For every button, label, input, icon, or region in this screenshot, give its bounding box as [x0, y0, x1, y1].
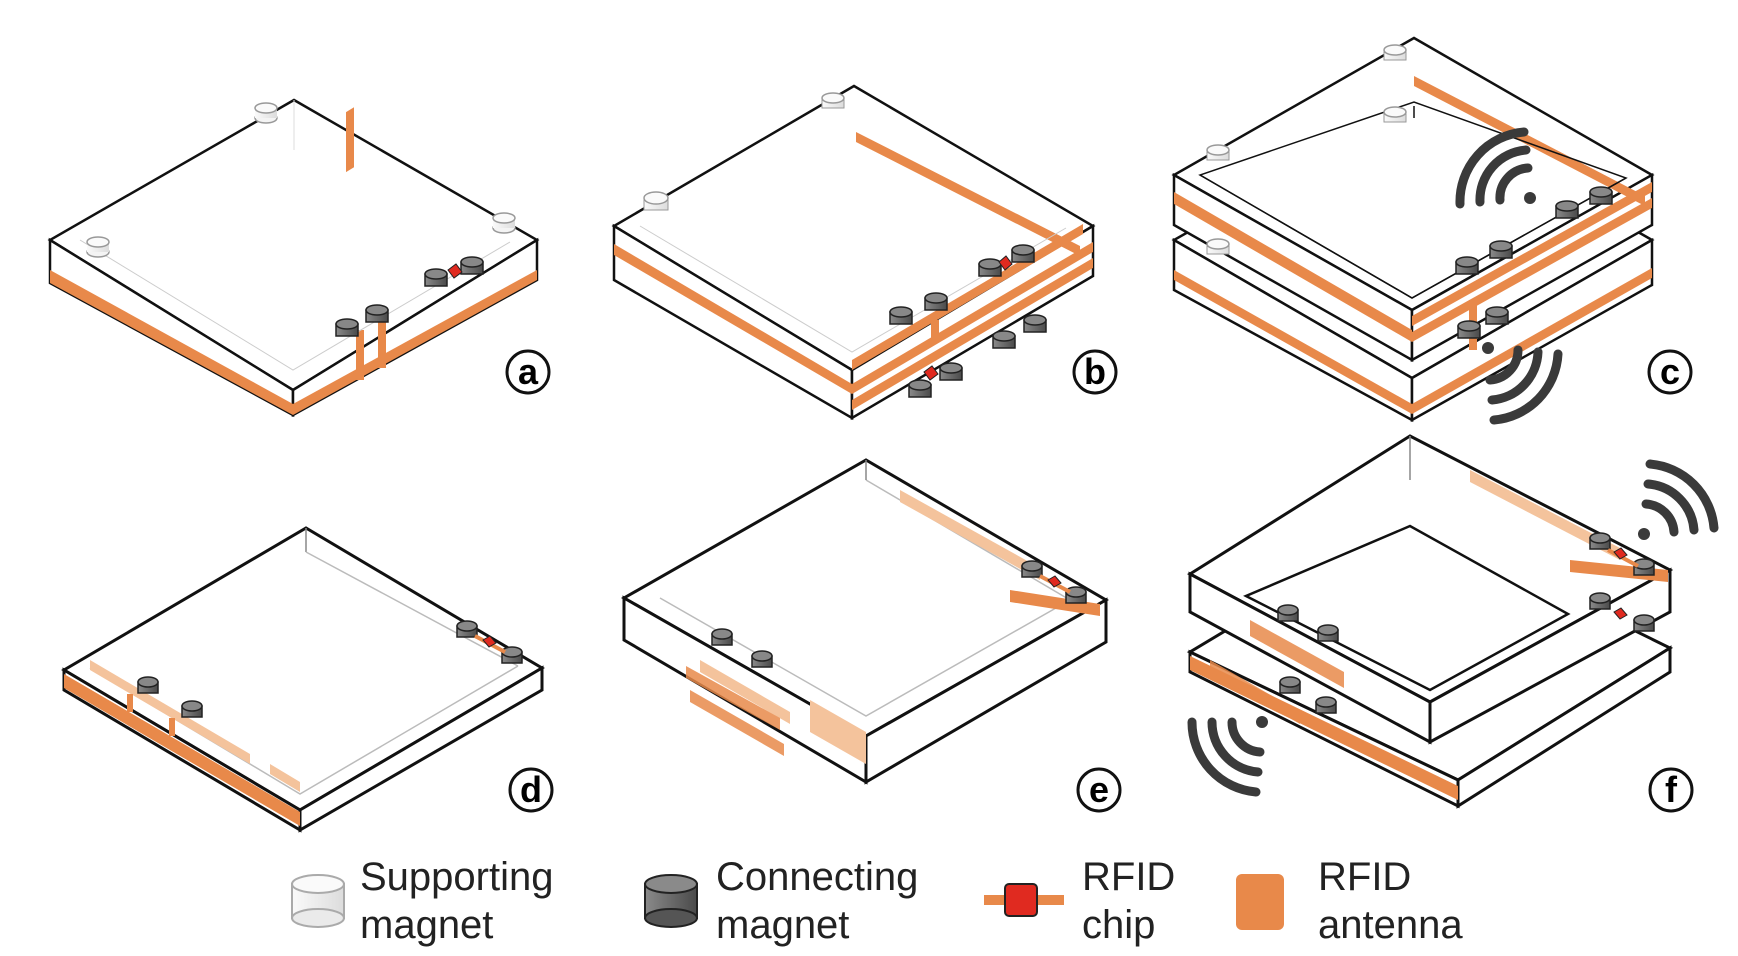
connecting-magnet-icon: [1485, 306, 1509, 325]
connecting-magnet-icon: [992, 330, 1016, 349]
rfid-chip-icon: [1613, 607, 1628, 620]
connecting-magnet-icon: [365, 304, 389, 323]
rfid-chip-icon: [998, 255, 1013, 271]
connecting-magnet-icon: [1279, 676, 1301, 694]
legend-antenna-line1: RFID: [1318, 855, 1411, 899]
connecting-magnet-icon: [1317, 624, 1339, 642]
connecting-magnet-icon: [501, 646, 523, 664]
svg-text:e: e: [1089, 769, 1109, 810]
panel-e-diagram: [620, 458, 1110, 785]
rfid-chip-icon: [482, 635, 497, 648]
legend-connecting-magnet: Connecting magnet: [644, 855, 918, 947]
wireless-signal-icon: [1187, 716, 1268, 797]
wireless-signal-icon: [1638, 459, 1719, 540]
svg-text:d: d: [520, 769, 542, 810]
svg-text:b: b: [1084, 351, 1106, 392]
supporting-magnet-icon: [821, 92, 845, 109]
supporting-magnet-icon: [1206, 238, 1230, 255]
connecting-magnet-icon: [1589, 186, 1613, 205]
rfid-chip-icon: [984, 883, 1064, 917]
connecting-magnet-icon: [1315, 696, 1337, 714]
connecting-magnet-icon: [908, 379, 932, 398]
rfid-chip-icon: [447, 263, 463, 279]
connecting-magnet-icon: [1277, 604, 1299, 622]
wireless-signal-icon: [1455, 127, 1536, 209]
legend-connecting-line1: Connecting: [716, 855, 918, 899]
supporting-magnet-icon: [1383, 106, 1407, 123]
panel-b-diagram: [611, 84, 1096, 421]
supporting-magnet-icon: [86, 236, 110, 258]
connecting-magnet-icon: [1555, 200, 1579, 219]
supporting-magnet-icon: [492, 212, 516, 234]
rfid-chip-icon: [1613, 547, 1628, 560]
svg-text:a: a: [518, 351, 539, 392]
legend-supporting-line1: Supporting: [360, 855, 553, 899]
legend-antenna-line2: antenna: [1318, 903, 1463, 947]
connecting-magnet-icon: [751, 650, 773, 668]
rfid-antenna-icon: [1236, 874, 1284, 930]
panel-label-e: e: [1076, 767, 1122, 813]
connecting-magnet-icon: [424, 268, 448, 287]
legend-rfid-antenna: RFID antenna: [1236, 855, 1463, 947]
connecting-magnet-icon: [924, 292, 948, 311]
connecting-magnet-icon: [1011, 244, 1035, 263]
legend-supporting-magnet: Supporting magnet: [291, 855, 553, 947]
panel-c-diagram: [1171, 36, 1655, 425]
connecting-magnet-icon: [644, 874, 698, 928]
rfid-chip-icon: [923, 365, 939, 381]
connecting-magnet-icon: [939, 362, 963, 381]
connecting-magnet-icon: [711, 628, 733, 646]
supporting-magnet-icon: [643, 191, 669, 211]
rfid-chip-icon: [1047, 575, 1062, 588]
panel-label-f: f: [1648, 767, 1694, 813]
panel-f-diagram: [1186, 434, 1719, 809]
legend-connecting-line2: magnet: [716, 903, 849, 947]
connecting-magnet-icon: [456, 620, 478, 638]
connecting-magnet-icon: [1489, 240, 1513, 259]
legend-rfid-chip: RFID chip: [984, 855, 1175, 947]
connecting-magnet-icon: [889, 306, 913, 325]
supporting-magnet-icon: [254, 102, 278, 124]
connecting-magnet-icon: [1021, 560, 1043, 578]
supporting-magnet-icon: [1206, 144, 1230, 161]
panel-label-a: a: [505, 349, 551, 395]
supporting-magnet-icon: [291, 874, 345, 928]
panel-d-diagram: [61, 526, 545, 833]
supporting-magnet-icon: [1383, 44, 1407, 61]
wireless-signal-icon: [1482, 342, 1563, 425]
connecting-magnet-icon: [335, 318, 359, 337]
legend: Supporting magnet Connecting magnet RFID…: [291, 855, 1463, 947]
legend-chip-line2: chip: [1082, 903, 1155, 947]
connecting-magnet-icon: [978, 258, 1002, 277]
connecting-magnet-icon: [460, 256, 484, 275]
connecting-magnet-icon: [1589, 532, 1611, 550]
connecting-magnet-icon: [1589, 592, 1611, 610]
connecting-magnet-icon: [181, 700, 203, 718]
svg-text:c: c: [1660, 351, 1680, 392]
panel-label-b: b: [1072, 349, 1118, 395]
svg-text:f: f: [1665, 769, 1678, 810]
panel-a-diagram: [47, 98, 540, 418]
connecting-magnet-icon: [1455, 256, 1479, 275]
legend-chip-line1: RFID: [1082, 855, 1175, 899]
connecting-magnet-icon: [1633, 614, 1655, 632]
panel-label-c: c: [1647, 349, 1693, 395]
panel-label-d: d: [508, 767, 554, 813]
connecting-magnet-icon: [1457, 320, 1481, 339]
legend-supporting-line2: magnet: [360, 903, 493, 947]
connecting-magnet-icon: [1023, 314, 1047, 333]
connecting-magnet-icon: [137, 676, 159, 694]
